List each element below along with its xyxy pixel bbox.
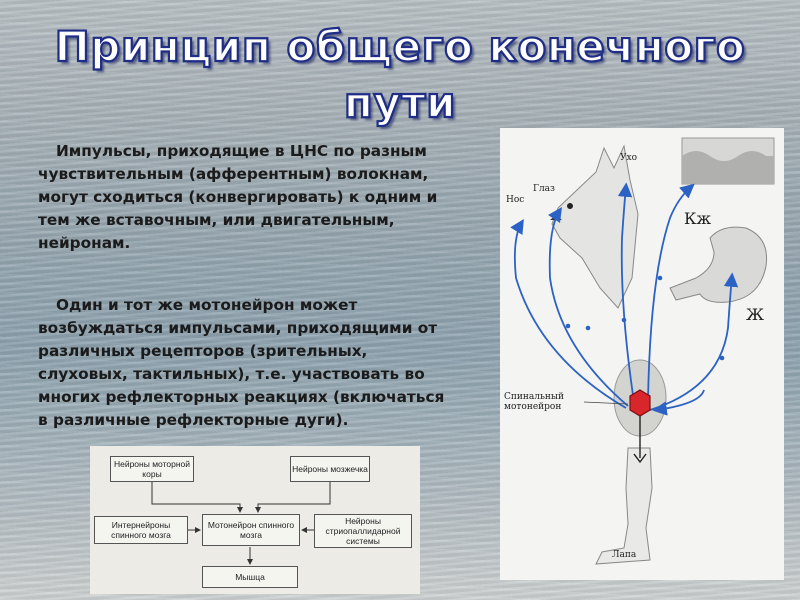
motoneuron-pointer: [583, 401, 629, 405]
arrow-cerebellum-motoneuron: [255, 482, 331, 513]
label-stomach: Ж: [746, 305, 764, 324]
box-motoneuron: Мотонейрон спинного мозга: [202, 514, 300, 546]
convergence-figure: Ухо Глаз Нос Кж Ж Спинальный мотонейрон …: [500, 128, 784, 580]
box-cerebellum: Нейроны мозжечка: [290, 456, 370, 482]
label-eye: Глаз: [533, 184, 555, 194]
arrow-cortex-motoneuron: [151, 482, 243, 513]
pathway-stomach: [649, 272, 739, 411]
label-ear: Ухо: [620, 153, 637, 163]
box-muscle: Мышца: [202, 566, 298, 588]
paragraph-convergence: Импульсы, приходящие в ЦНС по разным чув…: [38, 142, 438, 252]
pathway-nose: [510, 218, 627, 409]
label-skin: Кж: [684, 209, 712, 228]
label-motoneuron: Спинальный мотонейрон: [504, 392, 565, 412]
pathway-ear: [617, 182, 635, 403]
motoneuron-cell: [629, 389, 651, 417]
final-common-path-scheme: Нейроны моторной коры Нейроны мозжечка И…: [90, 446, 420, 594]
paragraph-motoneuron: Один и тот же мотонейрон может возбуждат…: [38, 296, 445, 429]
stomach: [669, 226, 768, 303]
pathway-eye: [548, 207, 629, 407]
box-motor-cortex: Нейроны моторной коры: [110, 456, 194, 482]
slide-title-line-1: Принцип общего конечного: [54, 21, 746, 72]
scheme-arrows: [151, 482, 331, 565]
dog-leg: [595, 447, 653, 565]
dog-head: [551, 144, 639, 309]
label-paw: Лапа: [612, 550, 637, 560]
pathway-return: [652, 389, 705, 416]
skin-layer: [682, 151, 774, 184]
box-interneurons: Интернейроны спинного мозга: [94, 516, 188, 544]
pathway-skin: [647, 183, 695, 403]
figure-drawing: [510, 137, 775, 565]
slide-title-line-2: пути: [343, 77, 457, 128]
label-nose: Нос: [506, 195, 525, 205]
dog-eye: [567, 203, 573, 209]
box-striopallidar: Нейроны стриопаллидарной системы: [314, 514, 412, 548]
